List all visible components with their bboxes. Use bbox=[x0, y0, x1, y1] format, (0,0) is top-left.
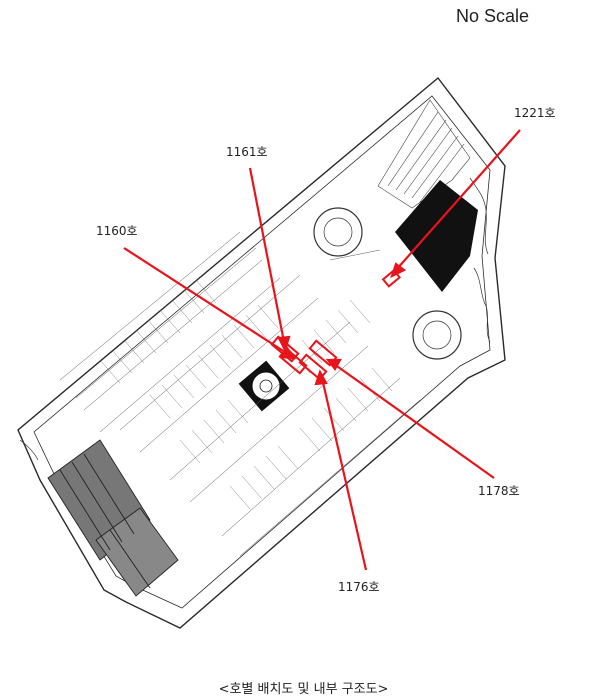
callout-arrow-1178 bbox=[325, 358, 342, 371]
building-outline bbox=[17, 76, 506, 629]
figure-caption: <호별 배치도 및 내부 구조도> bbox=[218, 682, 389, 697]
callout-arrow-1160 bbox=[280, 345, 297, 360]
callout-line-1176 bbox=[320, 377, 368, 571]
unit-label-1160: 1160호 bbox=[96, 224, 138, 238]
unit-label-1161: 1161호 bbox=[226, 145, 268, 159]
callout-line-1160 bbox=[123, 247, 289, 355]
store-grid bbox=[59, 231, 421, 557]
central-atrium bbox=[238, 360, 290, 412]
unit-label-1221: 1221호 bbox=[514, 106, 556, 120]
landscape-edge bbox=[19, 177, 491, 461]
callout-line-1221 bbox=[395, 129, 521, 271]
callout-line-1178 bbox=[333, 363, 495, 479]
unit-label-1178: 1178호 bbox=[478, 484, 520, 498]
callout-line-1161 bbox=[248, 167, 286, 343]
callout-arrow-1161 bbox=[277, 335, 291, 353]
circular-ramp-right bbox=[412, 310, 462, 360]
scale-note: No Scale bbox=[456, 6, 530, 26]
callout-arrow-1176 bbox=[314, 369, 328, 386]
parking-ramp-area bbox=[377, 99, 471, 209]
dark-fill-block bbox=[395, 180, 478, 292]
hatched-corner bbox=[47, 439, 179, 597]
unit-label-1176: 1176호 bbox=[338, 580, 380, 594]
unit-1161-box bbox=[278, 347, 308, 375]
callout-arrow-1221 bbox=[390, 262, 407, 279]
callout-lines bbox=[123, 129, 521, 571]
circular-ramp-top bbox=[313, 207, 363, 257]
